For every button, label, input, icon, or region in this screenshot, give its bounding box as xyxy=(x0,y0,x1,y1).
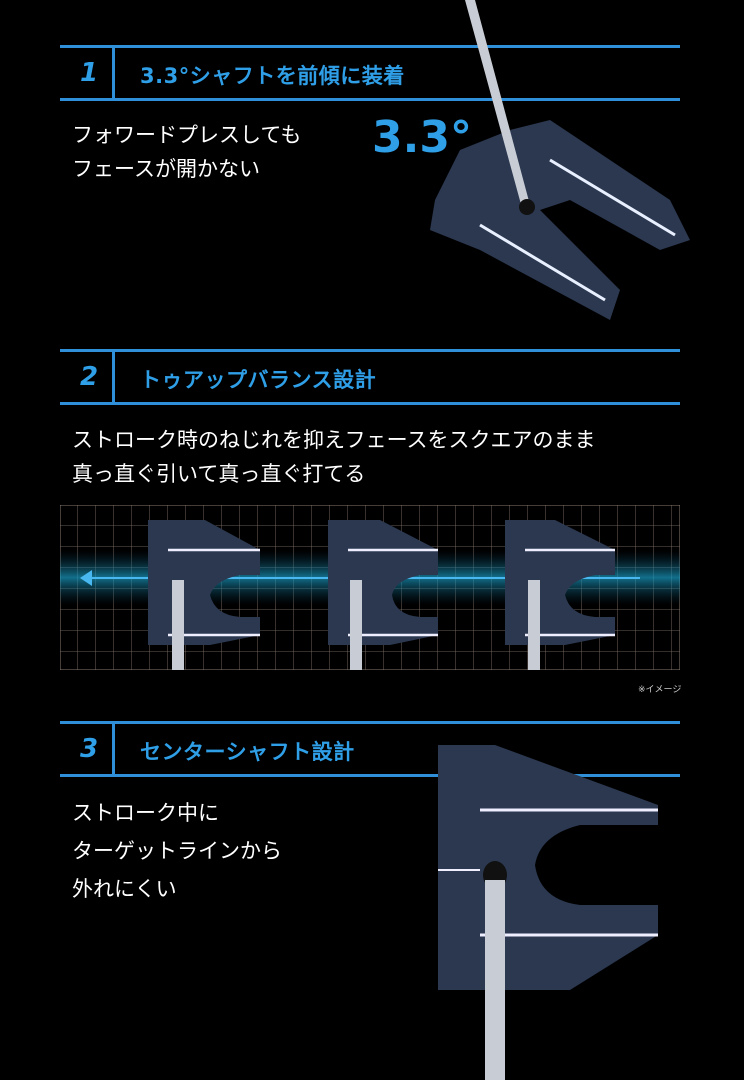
section-2-divider xyxy=(112,352,115,404)
section-2-title: トゥアップバランス設計 xyxy=(140,368,377,392)
putter-angled-image xyxy=(430,0,690,320)
section-1-divider xyxy=(112,48,115,100)
section-2-bottom-rule xyxy=(60,402,680,405)
section-3-bottom-rule xyxy=(60,774,680,777)
image-note: ※イメージ xyxy=(638,685,682,695)
section-2-top-rule xyxy=(60,349,680,352)
section-2-number: 2 xyxy=(79,362,99,392)
section-1-top-rule xyxy=(60,45,680,48)
putter-center-shaft-image xyxy=(438,745,658,1080)
section-1-bottom-rule xyxy=(60,98,680,101)
arrow-left-icon xyxy=(80,570,92,586)
section-1-number: 1 xyxy=(79,58,99,88)
section-2-body: ストローク時のねじれを抑えフェースをスクエアのまま 真っ直ぐ引いて真っ直ぐ打てる xyxy=(72,428,596,486)
section-1-body: フォワードプレスしても フェースが開かない xyxy=(72,123,302,181)
section-3-divider xyxy=(112,724,115,776)
angle-highlight: 3.3° xyxy=(372,112,472,163)
stroke-grid-diagram xyxy=(60,505,680,670)
section-3-body: ストローク中に ターゲットラインから 外れにくい xyxy=(72,801,282,901)
section-1-title: 3.3°シャフトを前傾に装着 xyxy=(140,64,405,88)
section-3-title: センターシャフト設計 xyxy=(140,740,355,764)
section-3-number: 3 xyxy=(79,734,99,764)
section-3-top-rule xyxy=(60,721,680,724)
